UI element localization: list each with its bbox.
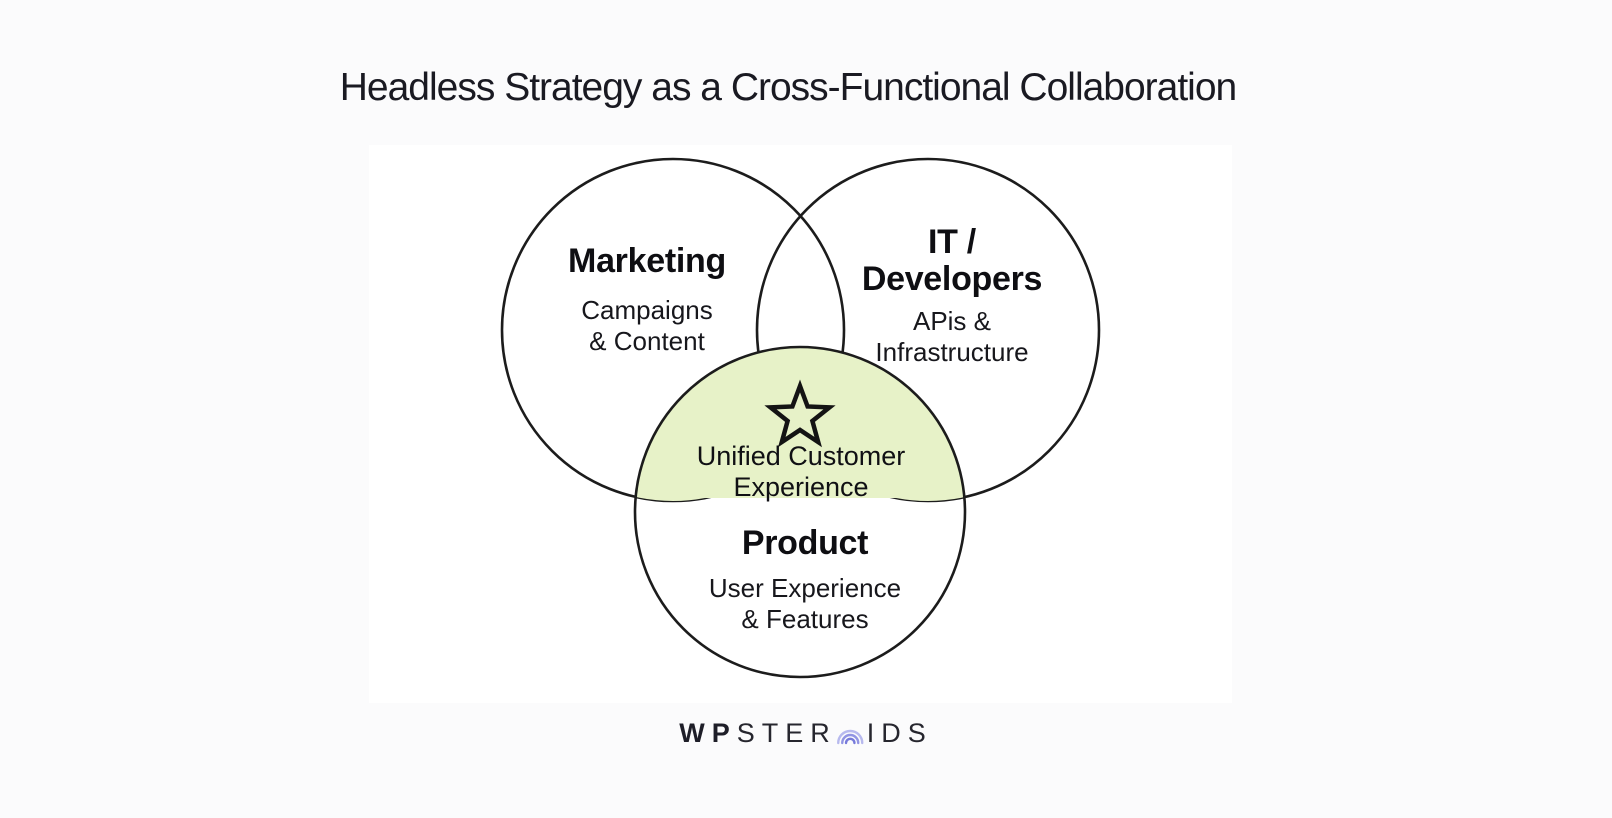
it-developers-sublabel: APis & Infrastructure (875, 306, 1029, 367)
arcs-icon (836, 729, 863, 744)
star-icon (764, 379, 836, 448)
logo-wp: WP (679, 718, 737, 748)
product-sublabel: User Experience & Features (708, 573, 902, 634)
logo-ster: STER (736, 718, 837, 748)
unified-intersection-fill (635, 347, 965, 501)
product-label: Product (741, 524, 869, 562)
it-developers-label: IT / Developers (861, 223, 1043, 298)
page-title: Headless Strategy as a Cross-Functional … (339, 66, 1237, 109)
marketing-title: Marketing (568, 242, 726, 280)
unified-experience-label: Unified Customer Experience (696, 441, 906, 502)
logo-ids: IDS (866, 718, 933, 748)
marketing-label: Marketing (568, 243, 726, 280)
product-circle (633, 345, 967, 679)
marketing-sublabel: Campaigns & Content (581, 295, 713, 356)
